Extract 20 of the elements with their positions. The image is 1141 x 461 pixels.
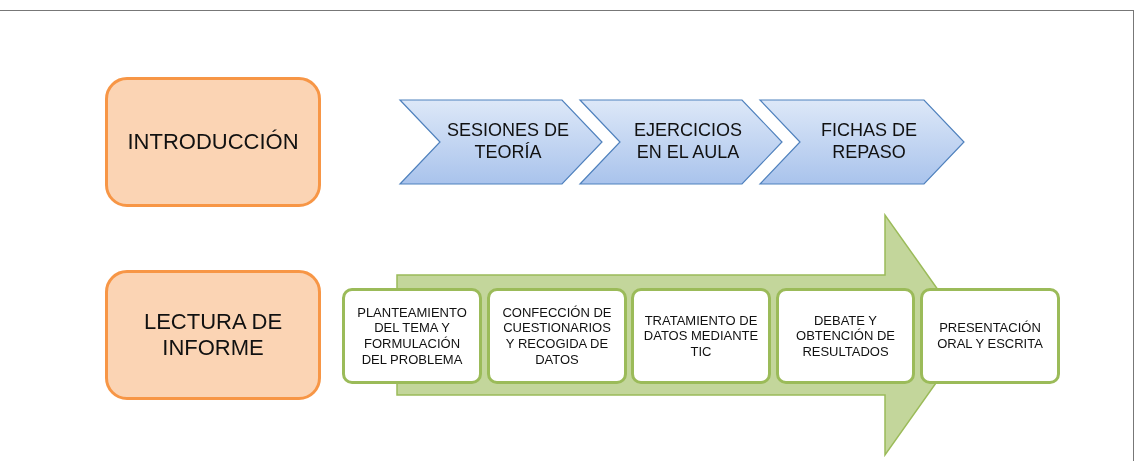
step-box — [487, 288, 627, 384]
node-label: DEBATE Y OBTENCIÓN DE RESULTADOS — [795, 312, 896, 360]
section-box — [105, 77, 321, 207]
node-label: SESIONES DE TEORÍA — [445, 120, 570, 164]
node-label: INTRODUCCIÓN — [127, 128, 299, 156]
chevron-shape — [400, 100, 602, 184]
node-label: PLANTEAMIENTO DEL TEMA Y FORMULACIÓN DEL PROBLEMA — [356, 304, 468, 368]
step-box — [920, 288, 1060, 384]
section-box — [105, 270, 321, 400]
step-box — [776, 288, 915, 384]
step-box — [342, 288, 482, 384]
node-label: TRATAMIENTO DE DATOS MEDIANTE TIC — [642, 312, 760, 360]
node-label: CONFECCIÓN DE CUESTIONARIOS Y RECOGIDA DE DATOS — [501, 304, 613, 368]
step-box — [631, 288, 771, 384]
chevron-shape — [580, 100, 782, 184]
node-label: FICHAS DE REPASO — [820, 120, 918, 164]
node-label: LECTURA DE INFORME — [142, 308, 284, 362]
chevron-shape — [760, 100, 964, 184]
node-label: EJERCICIOS EN EL AULA — [633, 120, 743, 164]
node-label: PRESENTACIÓN ORAL Y ESCRITA — [936, 320, 1044, 352]
